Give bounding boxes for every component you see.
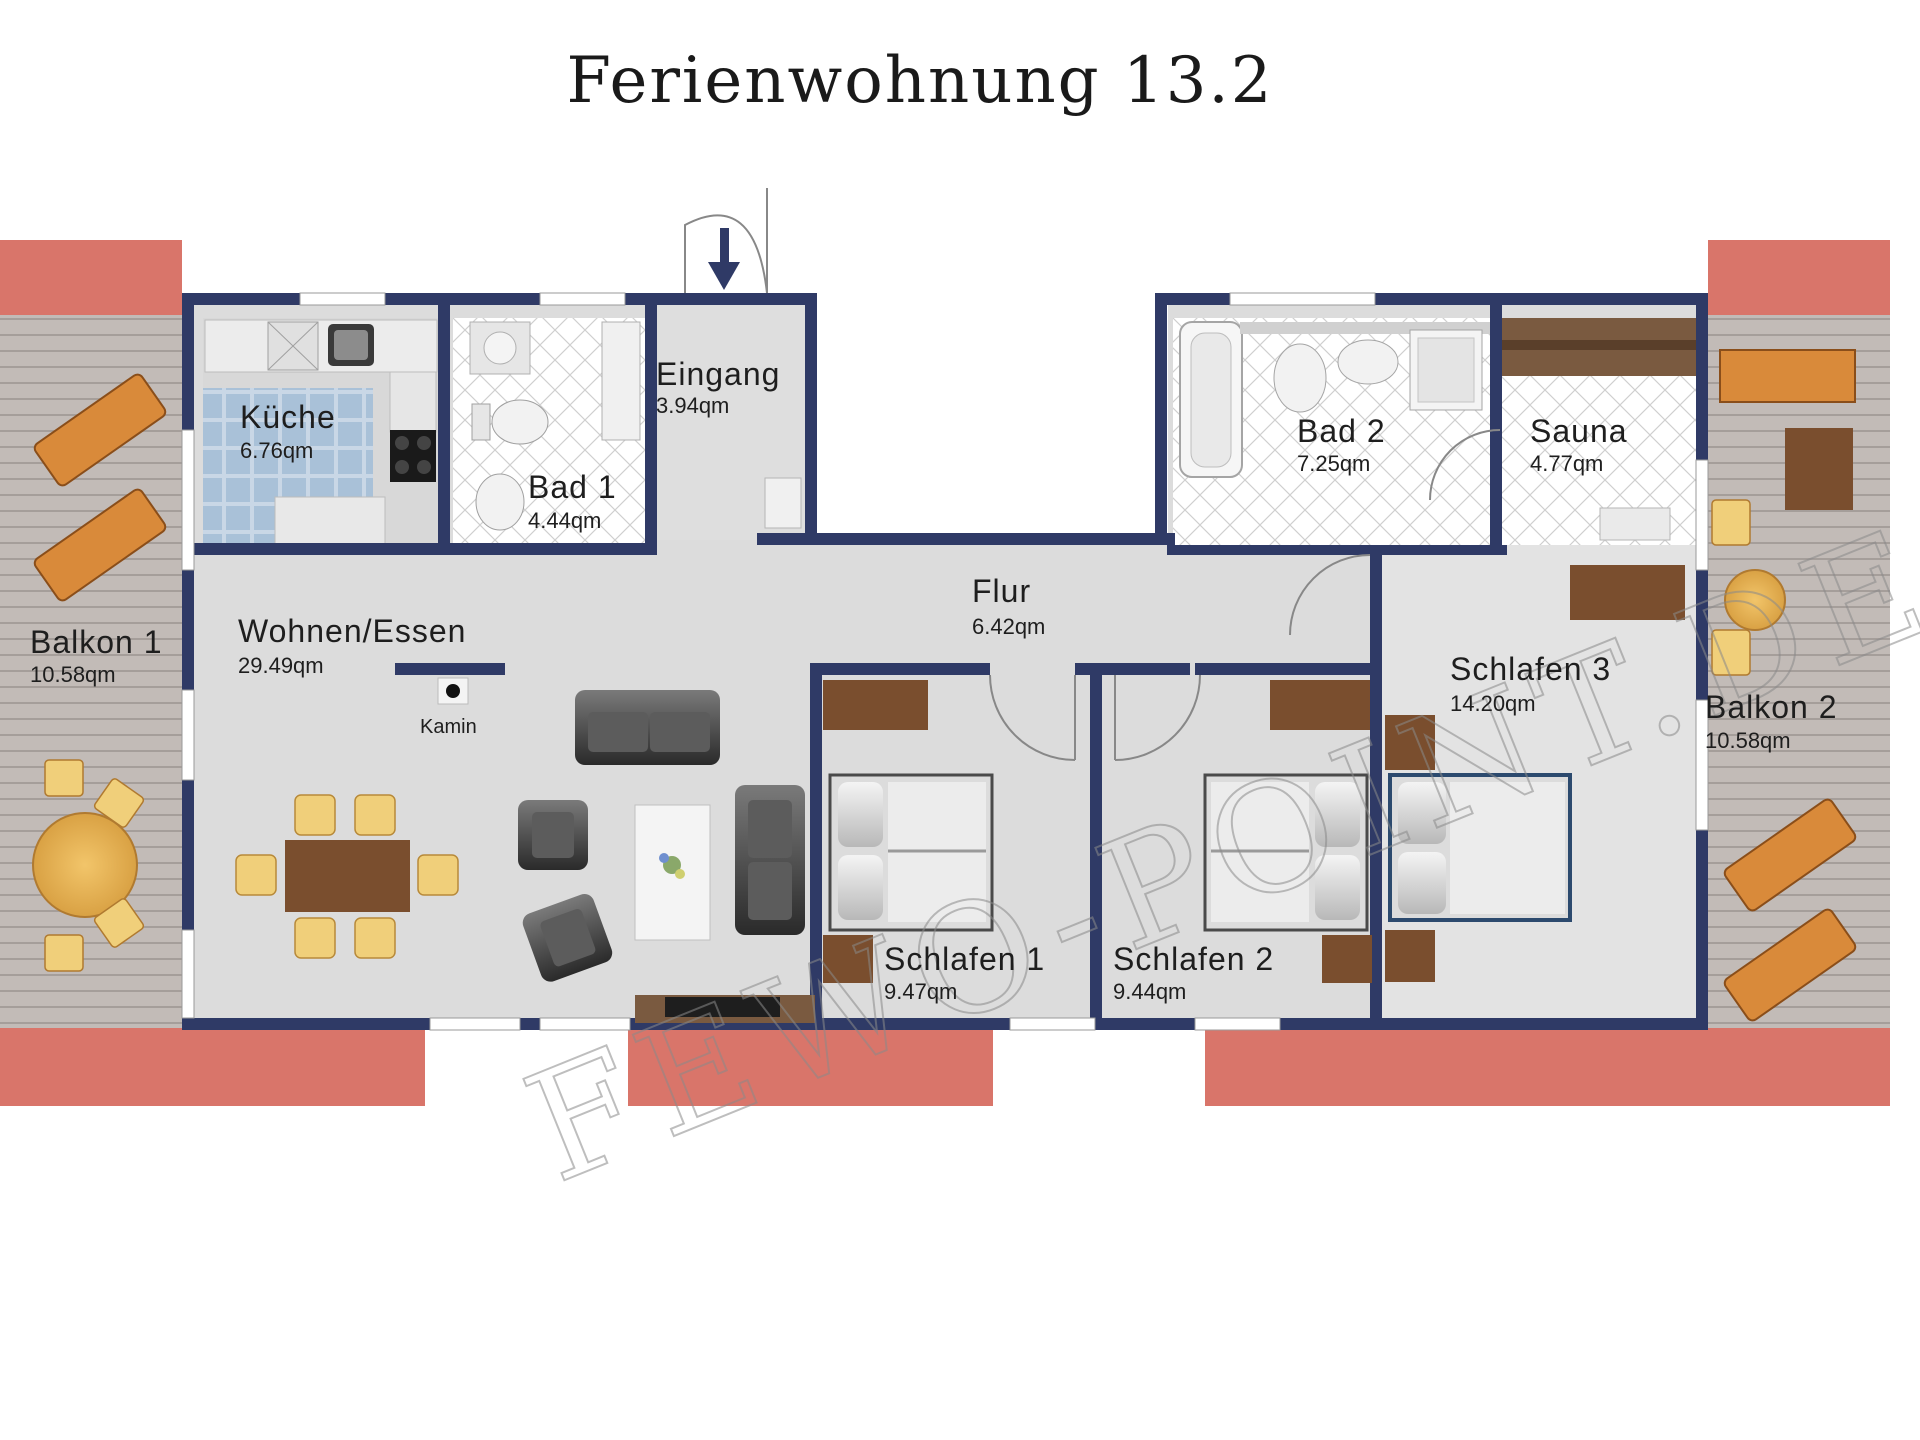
svg-text:10.58qm: 10.58qm: [30, 662, 116, 687]
balkon-1-loungers: [33, 373, 167, 602]
entrance-area: [655, 188, 810, 540]
room-label-flur: Flur 6.42qm: [972, 573, 1045, 639]
svg-text:7.25qm: 7.25qm: [1297, 451, 1370, 476]
svg-text:Sauna: Sauna: [1530, 413, 1628, 449]
entry-arrow-icon: [708, 228, 740, 290]
kitchen: [203, 318, 438, 553]
svg-text:Balkon 1: Balkon 1: [30, 624, 163, 660]
room-label-sauna: Sauna 4.77qm: [1530, 413, 1628, 476]
roof-edges: [0, 240, 1890, 1106]
room-label-kueche: Küche 6.76qm: [240, 399, 336, 463]
svg-text:Bad 2: Bad 2: [1297, 413, 1386, 449]
svg-text:6.42qm: 6.42qm: [972, 614, 1045, 639]
svg-text:14.20qm: 14.20qm: [1450, 691, 1536, 716]
fireplace-icon: [437, 677, 469, 705]
svg-text:Schlafen 2: Schlafen 2: [1113, 941, 1274, 977]
tv-console: [635, 995, 815, 1023]
room-label-schlafen3: Schlafen 3 14.20qm: [1450, 651, 1611, 716]
room-label-balkon1: Balkon 1 10.58qm: [30, 624, 163, 687]
schlafen-2-furniture: [1203, 680, 1372, 983]
room-label-balkon2: Balkon 2 10.58qm: [1705, 689, 1838, 753]
svg-text:4.77qm: 4.77qm: [1530, 451, 1603, 476]
svg-text:9.47qm: 9.47qm: [884, 979, 957, 1004]
dining-set: [235, 794, 459, 959]
balkon-1-table-set: [32, 759, 145, 972]
coffee-table: [634, 804, 711, 941]
svg-text:10.58qm: 10.58qm: [1705, 728, 1791, 753]
svg-text:4.44qm: 4.44qm: [528, 508, 601, 533]
svg-text:Balkon 2: Balkon 2: [1705, 689, 1838, 725]
svg-text:Schlafen 3: Schlafen 3: [1450, 651, 1611, 687]
svg-text:3.94qm: 3.94qm: [656, 393, 729, 418]
kamin-label: Kamin: [420, 716, 477, 738]
sofa-top: [575, 690, 720, 765]
room-label-schlafen1: Schlafen 1 9.47qm: [884, 941, 1045, 1004]
armchairs: [518, 800, 613, 982]
svg-text:9.44qm: 9.44qm: [1113, 979, 1186, 1004]
schlafen-1-furniture: [823, 680, 994, 983]
svg-text:Flur: Flur: [972, 573, 1031, 609]
schlafen-3-furniture: [1385, 565, 1685, 982]
svg-text:Wohnen/Essen: Wohnen/Essen: [238, 613, 466, 649]
door-swings: [989, 429, 1501, 761]
svg-text:Bad 1: Bad 1: [528, 469, 617, 505]
bathroom-2: [1173, 318, 1493, 545]
svg-text:Küche: Küche: [240, 399, 336, 435]
svg-text:29.49qm: 29.49qm: [238, 653, 324, 678]
svg-text:6.76qm: 6.76qm: [240, 438, 313, 463]
plan-title: Ferienwohnung 13.2: [567, 44, 1274, 118]
sauna-room: [1500, 318, 1700, 545]
room-label-bad1: Bad 1 4.44qm: [528, 469, 617, 533]
bathroom-1: [453, 318, 648, 553]
balkon-2-loungers: [1723, 798, 1857, 1022]
room-label-bad2: Bad 2 7.25qm: [1297, 413, 1386, 476]
room-label-schlafen2: Schlafen 2 9.44qm: [1113, 941, 1274, 1004]
room-label-eingang: Eingang 3.94qm: [656, 356, 780, 418]
svg-text:Schlafen 1: Schlafen 1: [884, 941, 1045, 977]
balkon-2-table-set: [1711, 499, 1786, 676]
svg-text:Eingang: Eingang: [656, 356, 780, 392]
sofa-right: [735, 785, 805, 935]
room-label-wohnen: Wohnen/Essen 29.49qm: [238, 613, 466, 678]
balkon-2-bench: [1719, 349, 1856, 510]
windows: [181, 292, 1709, 1031]
